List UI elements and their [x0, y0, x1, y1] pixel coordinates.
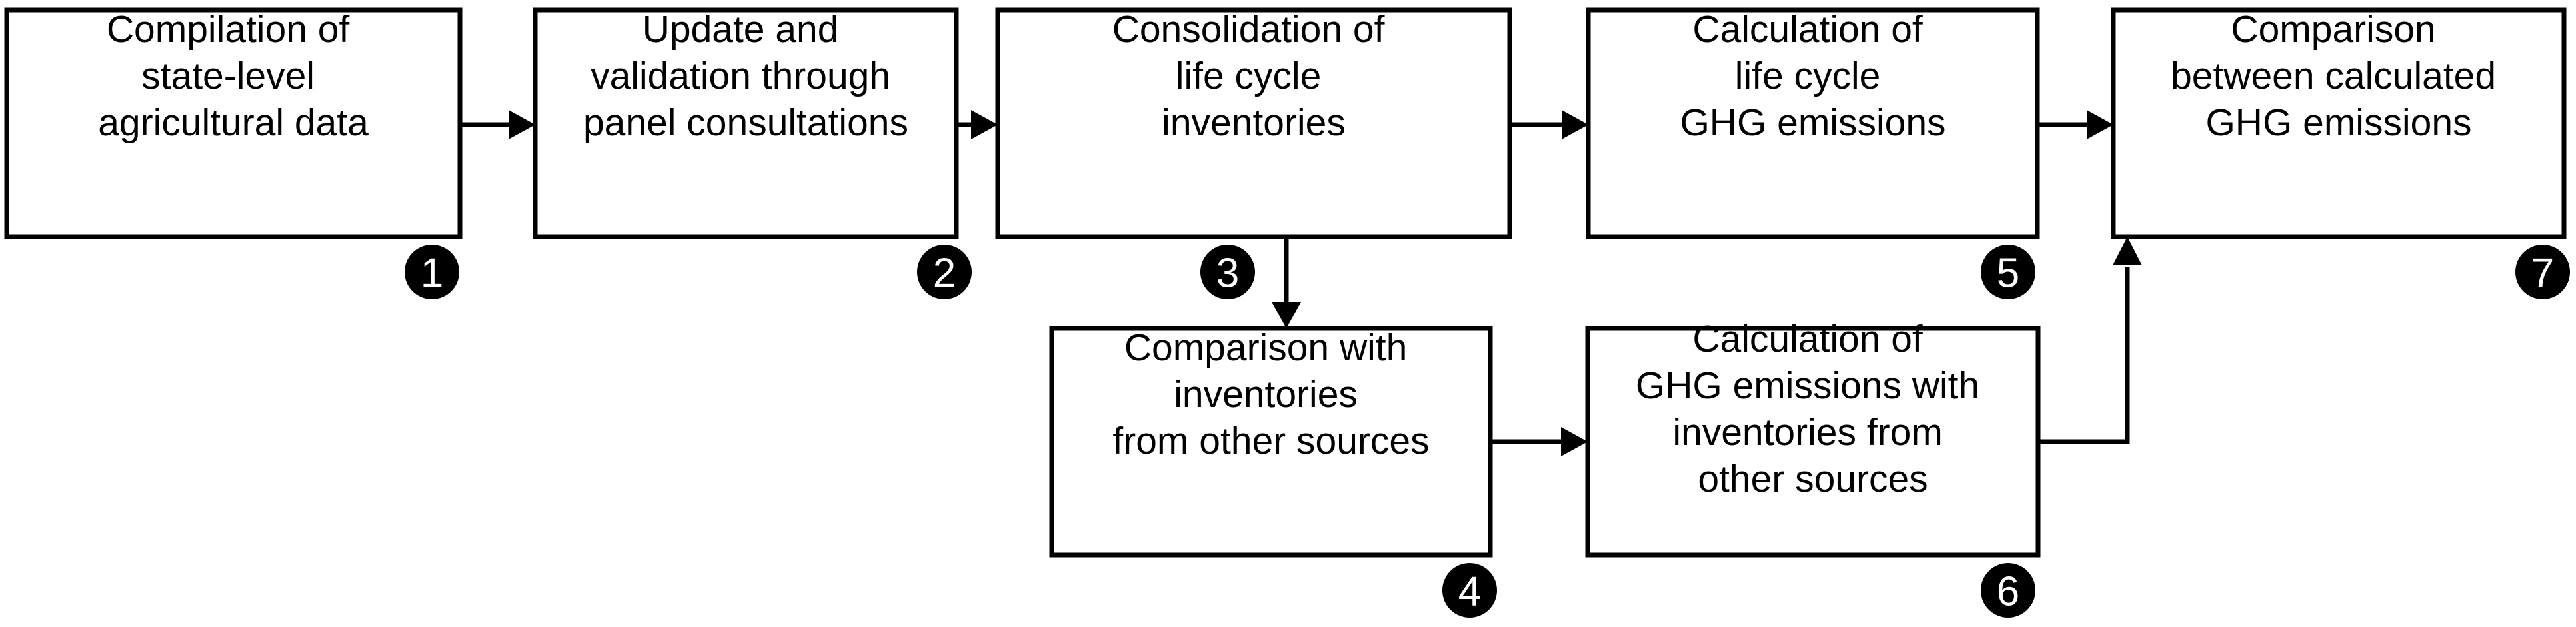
- node-1-badge-label: 1: [421, 251, 443, 297]
- node-7-box[interactable]: [2111, 7, 2567, 239]
- node-7-label: Comparison between calculated GHG emissi…: [2171, 8, 2507, 144]
- arrow-node3-to-node4: [1272, 237, 1301, 328]
- node-2[interactable]: Update and validation through panel cons…: [533, 7, 972, 299]
- node-1[interactable]: Compilation of state-level agricultural …: [4, 7, 463, 299]
- node-6-badge: [1981, 563, 2035, 618]
- node-7-badge: [2515, 245, 2570, 299]
- node-4-label: Comparison with inventories from other s…: [1112, 326, 1429, 462]
- node-2-label: Update and validation through panel cons…: [583, 8, 908, 144]
- node-2-box[interactable]: [533, 7, 959, 239]
- node-1-badge: [405, 245, 459, 299]
- node-3[interactable]: Consolidation of life cycle inventories …: [995, 7, 1512, 299]
- node-2-badge-label: 2: [933, 251, 956, 297]
- node-5-badge-label: 5: [1997, 251, 2019, 297]
- node-4-badge-label: 4: [1458, 569, 1481, 615]
- arrow-node2-to-node3: [956, 110, 998, 139]
- node-3-box[interactable]: [995, 7, 1512, 239]
- arrow-node1-to-node2: [460, 110, 535, 139]
- node-3-label: Consolidation of life cycle inventories: [1112, 8, 1396, 144]
- node-6-label: Calculation of GHG emissions with invent…: [1636, 318, 1990, 500]
- node-4[interactable]: Comparison with inventories from other s…: [1049, 326, 1497, 618]
- node-5-badge: [1981, 245, 2035, 299]
- node-5-box[interactable]: [1586, 7, 2040, 239]
- node-7-badge-label: 7: [2531, 251, 2554, 297]
- arrow-node5-to-node7: [2037, 110, 2113, 139]
- node-5-label: Calculation of life cycle GHG emissions: [1680, 8, 1945, 144]
- arrow-node3-to-node5: [1510, 110, 1588, 139]
- arrow-node4-to-node6: [1490, 427, 1588, 456]
- node-7[interactable]: Comparison between calculated GHG emissi…: [2111, 7, 2570, 299]
- node-5[interactable]: Calculation of life cycle GHG emissions …: [1586, 7, 2040, 299]
- node-3-badge: [1200, 245, 1255, 299]
- node-6[interactable]: Calculation of GHG emissions with invent…: [1585, 318, 2041, 618]
- node-4-badge: [1442, 563, 1497, 618]
- node-3-badge-label: 3: [1216, 251, 1239, 297]
- arrow-node6-to-node7: [2038, 237, 2142, 444]
- node-4-box[interactable]: [1049, 326, 1493, 558]
- node-6-badge-label: 6: [1997, 569, 2019, 615]
- node-1-label: Compilation of state-level agricultural …: [98, 8, 369, 144]
- node-2-badge: [917, 245, 972, 299]
- node-6-box[interactable]: [1585, 326, 2041, 558]
- node-1-box[interactable]: [4, 7, 463, 239]
